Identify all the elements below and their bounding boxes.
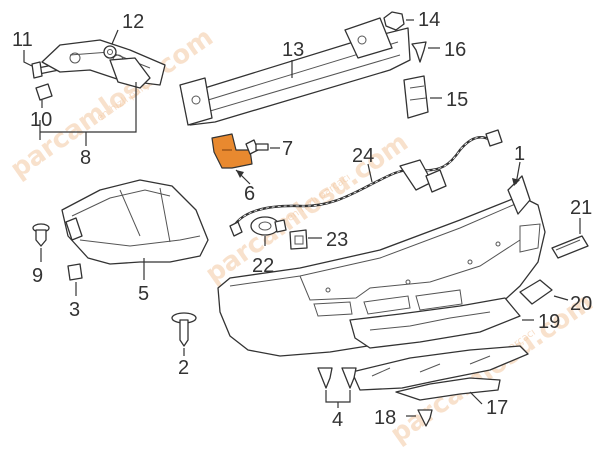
callout-19: 19 — [538, 311, 560, 333]
part-reflector[interactable] — [551, 235, 589, 259]
callout-15: 15 — [446, 89, 468, 111]
callout-11: 11 — [12, 29, 33, 51]
part-bolt-7[interactable] — [245, 139, 269, 155]
callout-12: 12 — [122, 11, 144, 33]
callout-10: 10 — [30, 109, 52, 131]
leader-8 — [39, 82, 137, 140]
callout-14: 14 — [418, 9, 440, 31]
part-bumper-reinforcement[interactable] — [179, 17, 411, 126]
callout-6: 6 — [244, 183, 255, 205]
leader-24 — [367, 163, 373, 183]
part-nut-12[interactable] — [103, 45, 117, 59]
leader-17 — [469, 391, 483, 405]
part-nut-14[interactable] — [383, 11, 405, 31]
part-pushpin-9[interactable] — [32, 223, 50, 247]
part-lower-trim[interactable] — [351, 345, 529, 401]
part-wheelhouse-liner[interactable] — [61, 179, 209, 265]
callout-23: 23 — [326, 229, 348, 251]
part-clip-4a[interactable] — [317, 367, 333, 389]
callout-5: 5 — [138, 283, 149, 305]
leader-4 — [325, 390, 351, 408]
part-nut-3[interactable] — [67, 263, 83, 281]
part-diffuser[interactable] — [349, 297, 521, 349]
callout-20: 20 — [570, 293, 592, 315]
part-bracket-6-highlighted[interactable] — [211, 133, 253, 169]
callout-24: 24 — [352, 145, 374, 167]
part-screw-2[interactable] — [171, 312, 197, 347]
leader-1-arrow — [512, 178, 520, 186]
parts-diagram: 1 2 3 4 5 6 7 8 9 10 11 12 13 14 15 16 1… — [12, 9, 592, 428]
leader-20 — [553, 295, 569, 301]
part-parking-sensor[interactable] — [250, 216, 287, 236]
callout-9: 9 — [32, 265, 43, 287]
callout-1: 1 — [514, 143, 525, 165]
callout-17: 17 — [486, 397, 508, 419]
leader-11 — [23, 50, 33, 67]
part-clip-10[interactable] — [35, 83, 53, 101]
callout-4: 4 — [332, 409, 343, 428]
callout-7: 7 — [282, 138, 293, 160]
callout-8: 8 — [80, 147, 91, 169]
part-clip-4b[interactable] — [341, 367, 357, 389]
part-tow-cover[interactable] — [519, 279, 553, 305]
part-sensor-retainer[interactable] — [289, 229, 308, 250]
callout-2: 2 — [178, 357, 189, 379]
part-wiring-harness[interactable] — [229, 129, 503, 237]
leader-6-arrow — [236, 170, 244, 178]
callout-21: 21 — [570, 197, 592, 219]
part-clip-18[interactable] — [417, 409, 433, 427]
part-bracket-left[interactable] — [41, 39, 166, 89]
part-clip-16[interactable] — [411, 41, 427, 63]
part-bracket-15[interactable] — [403, 75, 429, 119]
callout-13: 13 — [282, 39, 304, 61]
callout-22: 22 — [252, 255, 274, 277]
callout-3: 3 — [69, 299, 80, 321]
leader-12 — [111, 29, 119, 45]
callout-16: 16 — [444, 39, 466, 61]
callout-18: 18 — [374, 407, 396, 428]
